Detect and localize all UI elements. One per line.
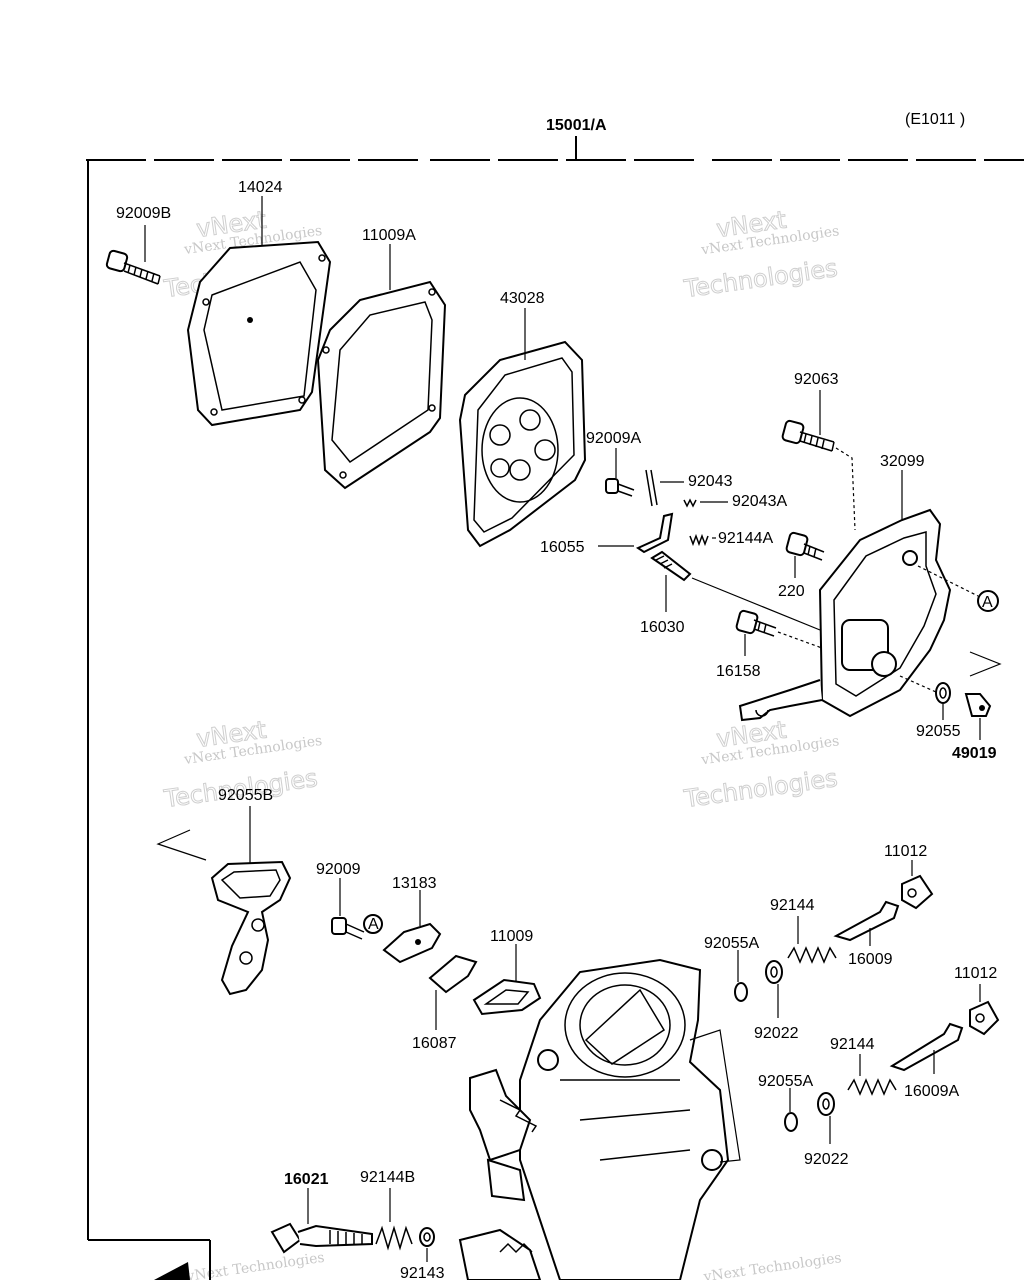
cover-14024 <box>186 196 332 427</box>
label-49019: 49019 <box>952 745 997 762</box>
assembly-frame <box>86 136 1024 1280</box>
spring-92144-upper <box>787 916 837 964</box>
label-92043: 92043 <box>688 473 733 490</box>
needle-16009 <box>833 900 900 946</box>
label-92022-lower: 92022 <box>804 1151 849 1168</box>
needle-16009A <box>889 1022 964 1074</box>
label-92022-upper: 92022 <box>754 1025 799 1042</box>
oring-92055A-upper <box>734 950 748 1002</box>
needle-16030 <box>650 550 821 631</box>
cover-32099 <box>738 470 979 722</box>
washer-92143 <box>419 1227 435 1262</box>
label-16009: 16009 <box>848 951 893 968</box>
label-92043A: 92043A <box>732 493 787 510</box>
screw-92009A <box>605 448 635 497</box>
cap-11012-upper <box>901 860 934 910</box>
spring-92144B <box>375 1188 413 1251</box>
label-16158: 16158 <box>716 663 761 680</box>
label-43028: 43028 <box>500 290 545 307</box>
cap-11012-lower <box>969 984 1000 1036</box>
screw-16021 <box>270 1188 373 1254</box>
carburetor-body <box>458 958 741 1280</box>
label-92009: 92009 <box>316 861 361 878</box>
label-92055A-lower: 92055A <box>758 1073 813 1090</box>
label-92144A: 92144A <box>718 530 773 547</box>
spring-92144-lower <box>847 1054 897 1096</box>
direction-arrow-left <box>156 829 207 861</box>
label-92055: 92055 <box>916 723 961 740</box>
diagram-code: (E1011 ) <box>905 111 965 128</box>
gasket-11009 <box>472 944 542 1016</box>
svg-text:Technologies: Technologies <box>682 764 840 813</box>
label-16030: 16030 <box>640 619 685 636</box>
label-11012-lower: 11012 <box>954 965 997 982</box>
watermark-bottom-right: vNext Technologies <box>702 1250 843 1280</box>
gasket-11009A <box>316 244 447 490</box>
lever-16055 <box>598 512 674 554</box>
washer-92022-lower <box>817 1092 835 1144</box>
gasket-92055B <box>210 806 292 996</box>
svg-text:A: A <box>368 916 379 933</box>
watermark-bottom-left: vNext Technologies <box>185 1250 326 1280</box>
label-32099: 32099 <box>880 453 925 470</box>
reference-marker-a-upper: A <box>977 590 999 612</box>
svg-text:A: A <box>982 594 993 611</box>
label-11009: 11009 <box>490 928 533 945</box>
label-220: 220 <box>778 583 805 600</box>
label-13183: 13183 <box>392 875 437 892</box>
screw-92009 <box>331 878 365 940</box>
oring-92055A-lower <box>784 1088 798 1132</box>
corner-mark <box>154 1262 190 1280</box>
label-92063: 92063 <box>794 371 839 388</box>
label-14024: 14024 <box>238 179 283 196</box>
label-92144-upper: 92144 <box>770 897 815 914</box>
svg-text:vNext Technologies: vNext Technologies <box>185 1250 326 1280</box>
label-11012-upper: 11012 <box>884 843 927 860</box>
diaphragm-43028 <box>458 308 587 548</box>
reference-marker-a-lower: A <box>363 914 383 934</box>
label-16055: 16055 <box>540 539 585 556</box>
direction-arrow-right <box>969 651 1002 677</box>
label-92144B: 92144B <box>360 1169 415 1186</box>
gasket-16087 <box>428 954 478 1030</box>
label-92055A-upper: 92055A <box>704 935 759 952</box>
washer-92022-upper <box>765 960 783 1018</box>
spring-92043A <box>683 498 728 508</box>
label-92144-lower: 92144 <box>830 1036 875 1053</box>
label-16021: 16021 <box>284 1171 329 1188</box>
pin-92043 <box>645 469 684 507</box>
screw-16158 <box>735 609 823 656</box>
watermark-top-right: vNext vNext Technologies Technologies <box>681 205 840 304</box>
screw-92009B <box>105 225 161 285</box>
label-11009A: 11009A <box>362 227 416 244</box>
svg-text:Technologies: Technologies <box>682 254 840 303</box>
label-16009A: 16009A <box>904 1083 959 1100</box>
label-16087: 16087 <box>412 1035 457 1052</box>
cap-49019 <box>964 693 992 740</box>
watermark-mid-right: vNext vNext Technologies Technologies <box>681 715 840 814</box>
svg-text:vNext Technologies: vNext Technologies <box>702 1250 843 1280</box>
label-92009A: 92009A <box>586 430 641 447</box>
label-92055B: 92055B <box>218 787 273 804</box>
spring-92144A <box>689 533 716 547</box>
cover-13183 <box>382 890 442 964</box>
label-92009B: 92009B <box>116 205 171 222</box>
screw-92063 <box>781 390 856 531</box>
label-92143: 92143 <box>400 1265 445 1280</box>
screw-220 <box>785 531 825 578</box>
oring-92055 <box>935 682 951 720</box>
assembly-number: 15001/A <box>546 117 607 134</box>
